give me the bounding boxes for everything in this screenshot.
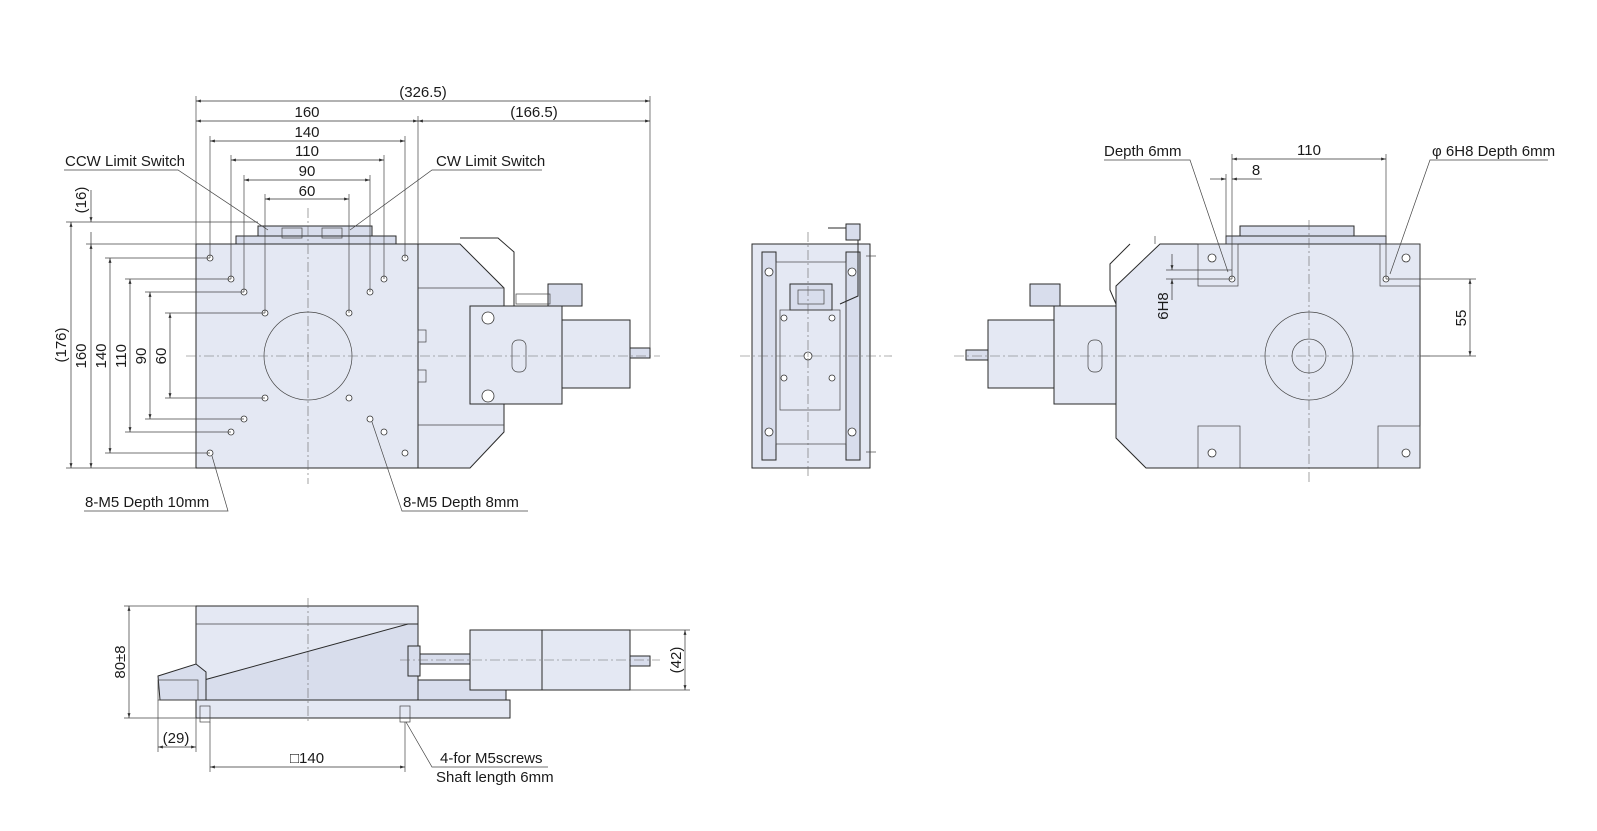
dim-top-110: 110 xyxy=(295,143,319,160)
dim-rear-6h8: 6H8 xyxy=(1155,292,1172,320)
label-m5-depth-8: 8-M5 Depth 8mm xyxy=(403,494,519,511)
label-phi-6h8-depth: φ 6H8 Depth 6mm xyxy=(1432,143,1555,160)
dim-front-80: 80±8 xyxy=(112,645,129,678)
label-ccw-limit-switch: CCW Limit Switch xyxy=(65,153,185,170)
side-view xyxy=(740,223,892,476)
dim-top-166: (166.5) xyxy=(510,104,558,121)
dim-rear-8: 8 xyxy=(1252,162,1260,179)
label-m5-depth-10: 8-M5 Depth 10mm xyxy=(85,494,209,511)
dim-left-110: 110 xyxy=(113,344,130,368)
motor-body xyxy=(561,319,631,389)
front-motor-body xyxy=(541,629,631,691)
dim-top-160: 160 xyxy=(294,104,319,121)
dim-left-176: (176) xyxy=(53,327,70,362)
label-shaft-length: Shaft length 6mm xyxy=(436,769,554,786)
dim-top-140: 140 xyxy=(294,124,319,141)
rear-motor-body xyxy=(987,319,1055,389)
rear-view: 110 8 6H8 55 Depth 6mm φ 6H8 Depth 6mm xyxy=(954,142,1555,484)
dim-left-90: 90 xyxy=(133,348,150,365)
label-cw-limit-switch: CW Limit Switch xyxy=(436,153,545,170)
motor-coupling xyxy=(469,305,563,405)
dim-top-overall: (326.5) xyxy=(399,84,447,101)
dim-left-160: 160 xyxy=(73,343,90,368)
rear-motor-coupling xyxy=(1053,305,1117,405)
label-depth-6: Depth 6mm xyxy=(1104,143,1182,160)
dim-rear-110: 110 xyxy=(1297,142,1321,159)
dim-left-140: 140 xyxy=(93,343,110,368)
dim-left-16: (16) xyxy=(73,187,90,214)
dim-front-42: (42) xyxy=(668,647,685,674)
dim-rear-55: 55 xyxy=(1453,310,1470,327)
dim-top-90: 90 xyxy=(299,163,316,180)
dim-front-140: □140 xyxy=(290,750,324,767)
dim-left-60: 60 xyxy=(153,348,170,365)
dim-front-29: (29) xyxy=(163,730,190,747)
front-view: 80±8 (29) □140 (42) 4-for M5screws Shaft… xyxy=(112,598,690,786)
front-base xyxy=(195,699,511,719)
top-view: (326.5) 160 (166.5) 140 110 90 60 (176) … xyxy=(53,84,660,512)
dim-top-60: 60 xyxy=(299,183,316,200)
label-for-m5-screws: 4-for M5screws xyxy=(440,750,543,767)
